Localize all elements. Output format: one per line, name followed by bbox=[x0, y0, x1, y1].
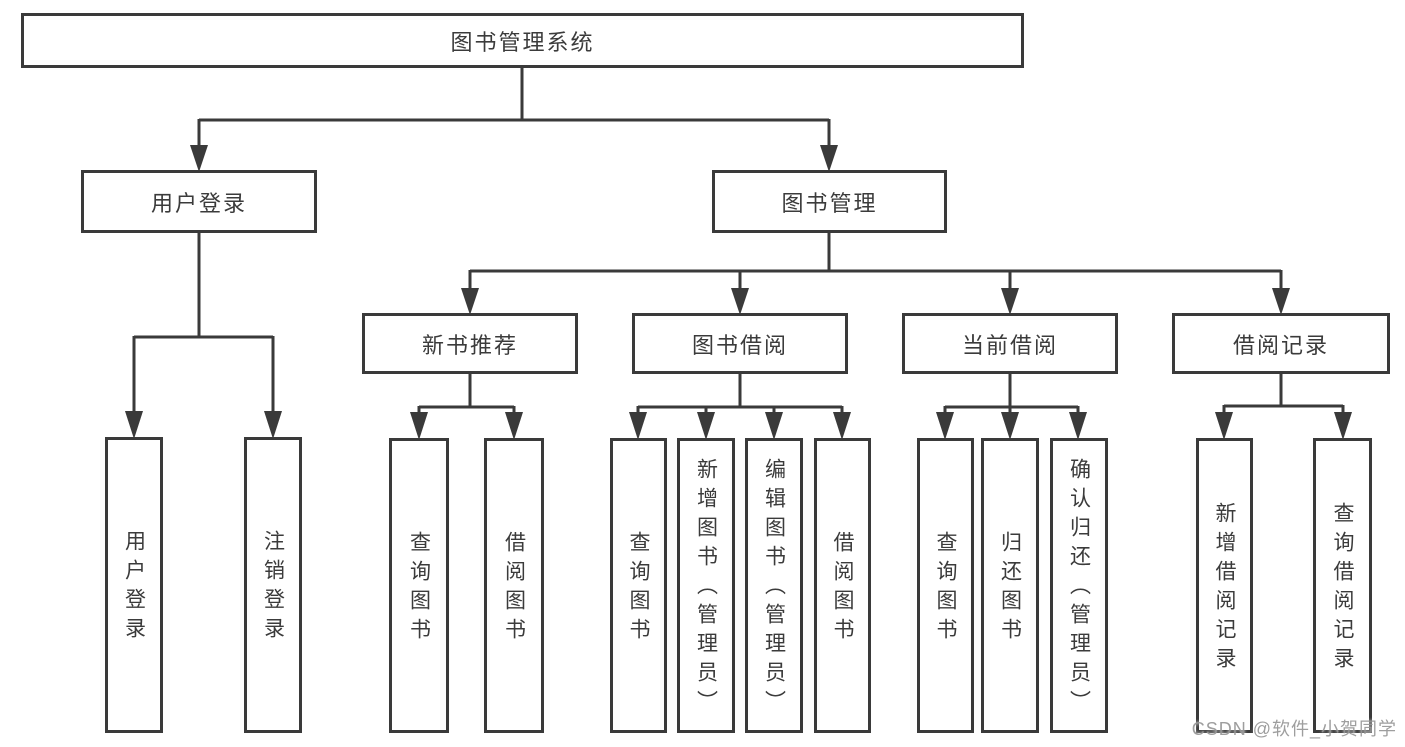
node-book-borrowing: 图书借阅 bbox=[632, 313, 848, 374]
node-leaf-edit-books-admin-label: 编辑图书（管理员） bbox=[762, 458, 786, 719]
node-leaf-return-books: 归还图书 bbox=[981, 438, 1039, 733]
node-leaf-user-login-label: 用户登录 bbox=[122, 530, 146, 646]
node-leaf-query-borrow-record: 查询借阅记录 bbox=[1313, 438, 1372, 733]
node-library-system: 图书管理系统 bbox=[21, 13, 1024, 68]
node-leaf-logout: 注销登录 bbox=[244, 437, 302, 733]
node-user-login-module-label: 用户登录 bbox=[150, 190, 247, 216]
node-leaf-borrow-books-1-label: 借阅图书 bbox=[502, 530, 526, 647]
node-leaf-confirm-return-admin: 确认归还（管理员） bbox=[1050, 438, 1108, 733]
node-current-borrowing: 当前借阅 bbox=[902, 313, 1118, 374]
node-leaf-query-books-3: 查询图书 bbox=[917, 438, 974, 733]
node-leaf-query-borrow-record-label: 查询借阅记录 bbox=[1331, 501, 1354, 676]
node-book-management-module-label: 图书管理 bbox=[781, 190, 878, 216]
node-leaf-borrow-books-2-label: 借阅图书 bbox=[831, 530, 854, 647]
node-new-book-recommendation-label: 新书推荐 bbox=[421, 332, 518, 358]
node-borrowing-records-label: 借阅记录 bbox=[1232, 332, 1329, 358]
node-user-login-module: 用户登录 bbox=[81, 170, 317, 233]
node-leaf-query-books-2-label: 查询图书 bbox=[627, 530, 650, 647]
node-book-management-module: 图书管理 bbox=[712, 170, 947, 233]
node-new-book-recommendation: 新书推荐 bbox=[362, 313, 578, 374]
node-leaf-return-books-label: 归还图书 bbox=[998, 530, 1022, 647]
node-leaf-query-books-2: 查询图书 bbox=[610, 438, 667, 733]
node-leaf-add-books-admin-label: 新增图书（管理员） bbox=[694, 458, 718, 719]
node-leaf-add-borrow-record-label: 新增借阅记录 bbox=[1213, 501, 1236, 676]
node-leaf-user-login: 用户登录 bbox=[105, 437, 163, 733]
node-leaf-query-books-1-label: 查询图书 bbox=[407, 530, 431, 647]
csdn-watermark: CSDN @软件_小贺同学 bbox=[1191, 719, 1397, 739]
node-leaf-query-books-1: 查询图书 bbox=[389, 438, 449, 733]
node-current-borrowing-label: 当前借阅 bbox=[961, 332, 1058, 358]
node-library-system-label: 图书管理系统 bbox=[450, 29, 595, 55]
node-leaf-query-books-3-label: 查询图书 bbox=[934, 530, 957, 647]
node-leaf-borrow-books-1: 借阅图书 bbox=[484, 438, 544, 733]
node-borrowing-records: 借阅记录 bbox=[1172, 313, 1390, 374]
node-book-borrowing-label: 图书借阅 bbox=[691, 332, 788, 358]
node-leaf-add-borrow-record: 新增借阅记录 bbox=[1196, 438, 1253, 733]
node-leaf-logout-label: 注销登录 bbox=[261, 530, 285, 646]
node-leaf-add-books-admin: 新增图书（管理员） bbox=[677, 438, 735, 733]
node-leaf-edit-books-admin: 编辑图书（管理员） bbox=[745, 438, 803, 733]
node-leaf-borrow-books-2: 借阅图书 bbox=[814, 438, 871, 733]
node-leaf-confirm-return-admin-label: 确认归还（管理员） bbox=[1067, 458, 1091, 719]
